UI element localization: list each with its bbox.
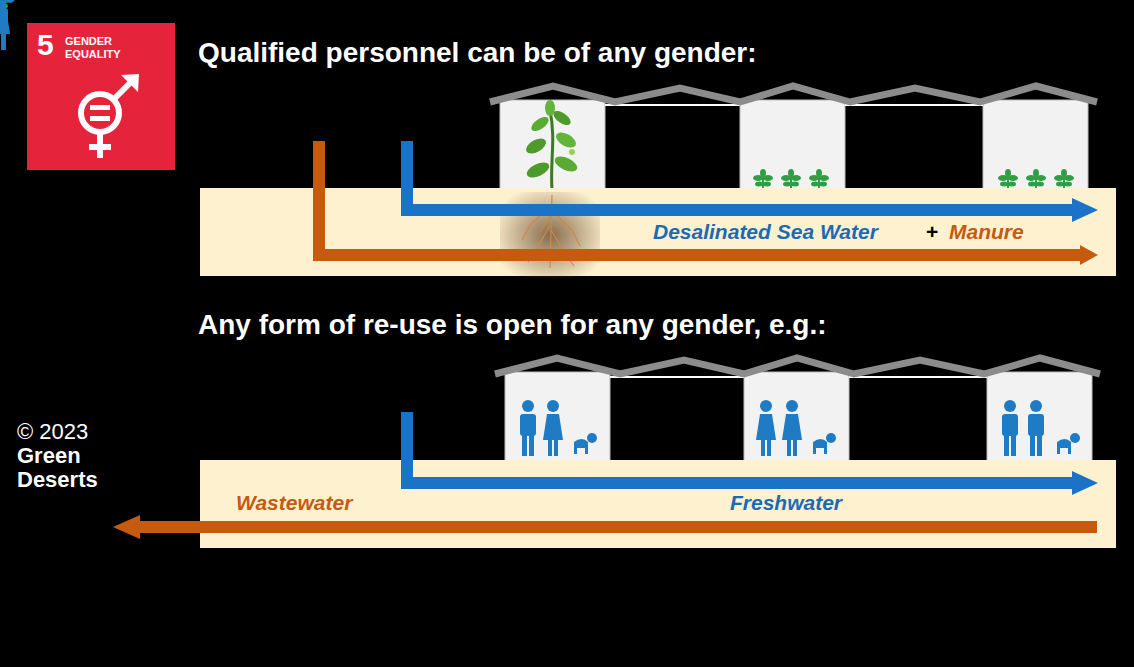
seedlings [0, 0, 1074, 188]
freshwater-label: Freshwater [730, 491, 842, 515]
brand-name: Green Deserts [17, 444, 117, 492]
greenhouses-top [490, 86, 1097, 190]
root-zone [500, 192, 600, 278]
blue-freshwater-pipe [407, 412, 1098, 495]
soil-band: Desalinated Sea Water + Manure [200, 188, 1116, 276]
wastewater-label: Wastewater [236, 491, 352, 515]
copyright: © 2023 [17, 419, 88, 445]
goal-number: 5 [37, 29, 54, 61]
goal-name: GENDER EQUALITY [65, 35, 131, 61]
plus-sign: + [926, 220, 938, 244]
soil-band: Wastewater Freshwater [200, 460, 1116, 548]
water-label: Desalinated Sea Water [653, 220, 878, 244]
orange-manure-pipe [319, 141, 1098, 265]
sdg-icon: 5 GENDER EQUALITY [27, 23, 175, 170]
houses-bottom [495, 358, 1100, 462]
section-heading: Any form of re-use is open for any gende… [198, 308, 827, 342]
orange-wastewater-pipe [113, 515, 1097, 539]
blue-sea-water-pipe [407, 141, 1098, 222]
roots [522, 195, 580, 268]
manure-label: Manure [949, 220, 1024, 244]
title: Qualified personnel can be of any gender… [198, 36, 757, 70]
plant [523, 100, 579, 190]
